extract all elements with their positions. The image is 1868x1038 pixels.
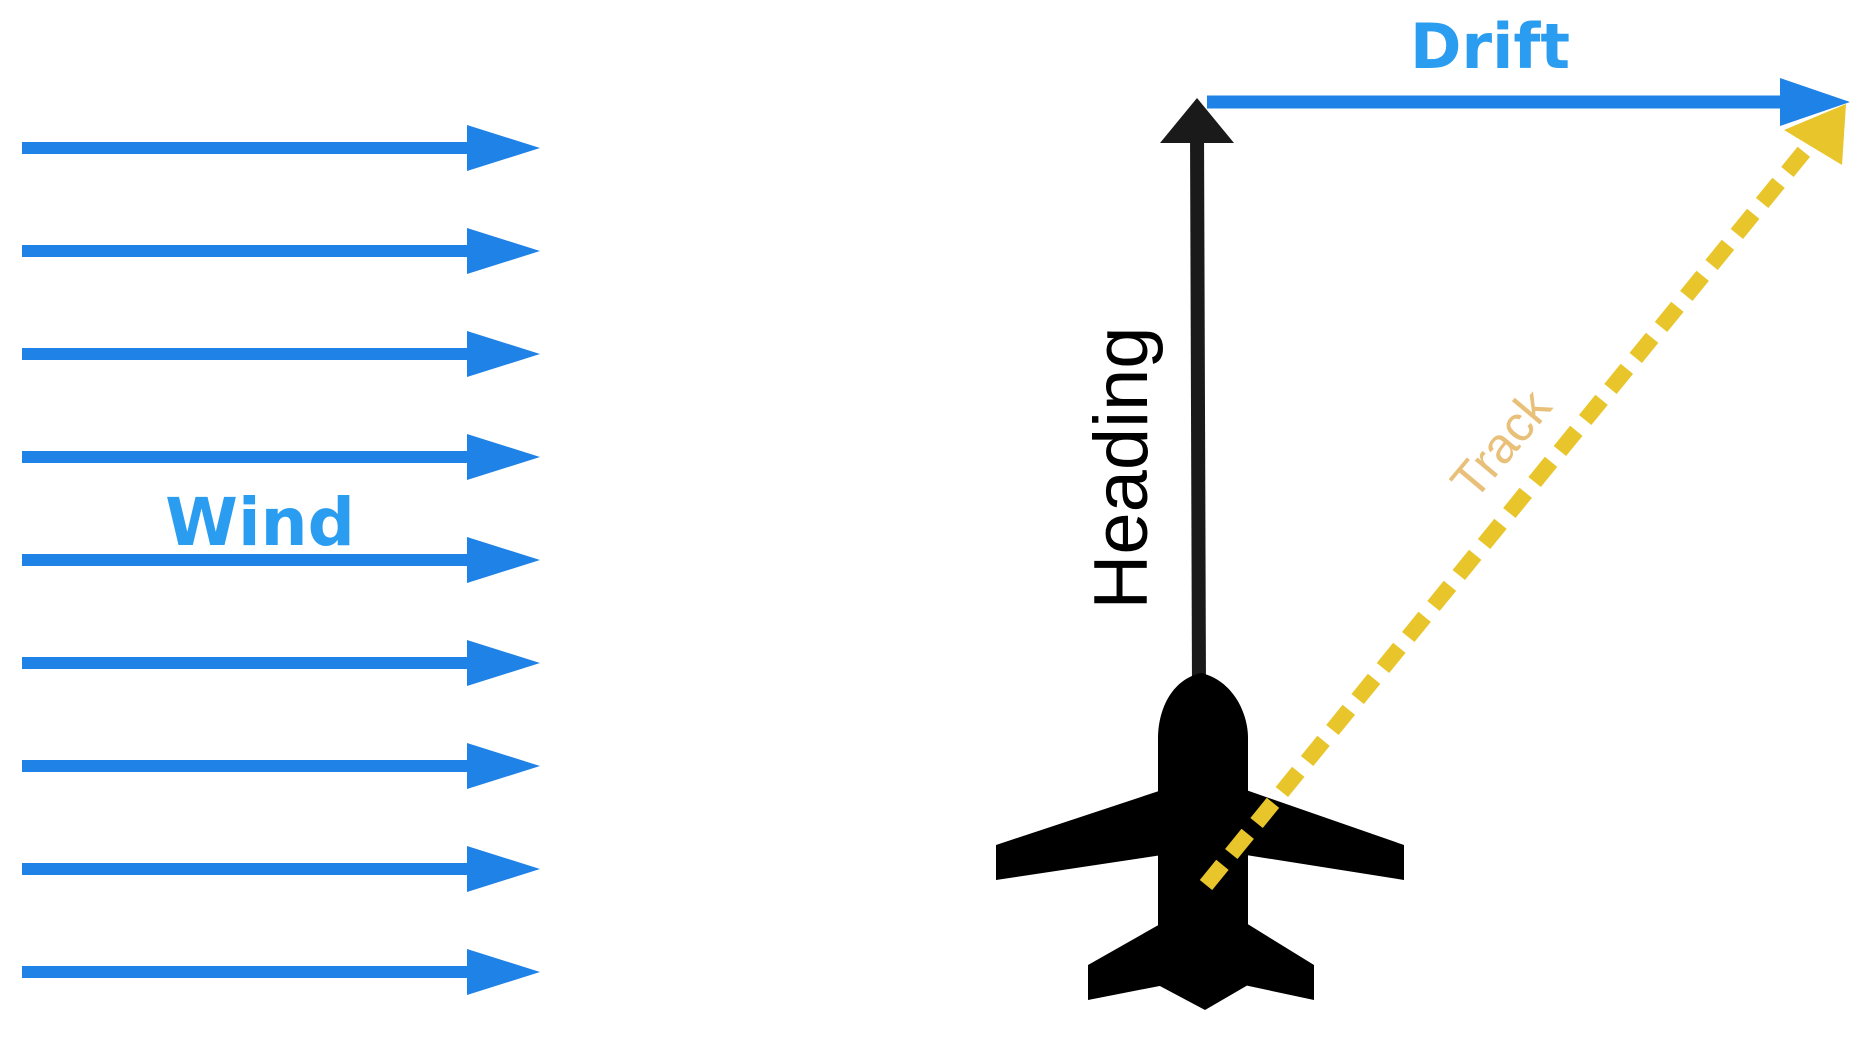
wind-label: Wind <box>165 484 355 561</box>
wind-arrow-head <box>467 125 540 171</box>
drift-arrow <box>1207 78 1850 126</box>
wind-arrow <box>22 331 540 377</box>
wind-arrow <box>22 949 540 995</box>
wind-arrow <box>22 846 540 892</box>
aircraft-wings <box>996 790 1404 880</box>
wind-arrow-head <box>467 537 540 583</box>
wind-arrow <box>22 228 540 274</box>
wind-arrow-head <box>467 228 540 274</box>
airplane-top-view-icon <box>996 673 1404 1010</box>
track-label: Track <box>1440 378 1563 509</box>
aircraft-tail <box>1088 923 1314 1000</box>
drift-label: Drift <box>1410 10 1570 83</box>
wind-arrow-head <box>467 434 540 480</box>
heading-arrow-head <box>1160 98 1234 143</box>
wind-arrows <box>22 125 540 995</box>
track-line <box>1199 126 1827 891</box>
heading-arrow-shaft <box>1190 129 1206 691</box>
track-arrow-head <box>1784 104 1846 165</box>
wind-arrow-head <box>467 846 540 892</box>
wind-arrow <box>22 537 540 583</box>
drift-arrow-head <box>1780 78 1850 126</box>
wind-arrow <box>22 434 540 480</box>
wind-arrow <box>22 125 540 171</box>
wind-arrow-head <box>467 949 540 995</box>
heading-label: Heading <box>1079 326 1164 609</box>
wind-arrow <box>22 743 540 789</box>
wind-arrow <box>22 640 540 686</box>
wind-arrow-head <box>467 743 540 789</box>
wind-arrow-head <box>467 331 540 377</box>
heading-arrow <box>1160 98 1234 691</box>
wind-arrow-head <box>467 640 540 686</box>
